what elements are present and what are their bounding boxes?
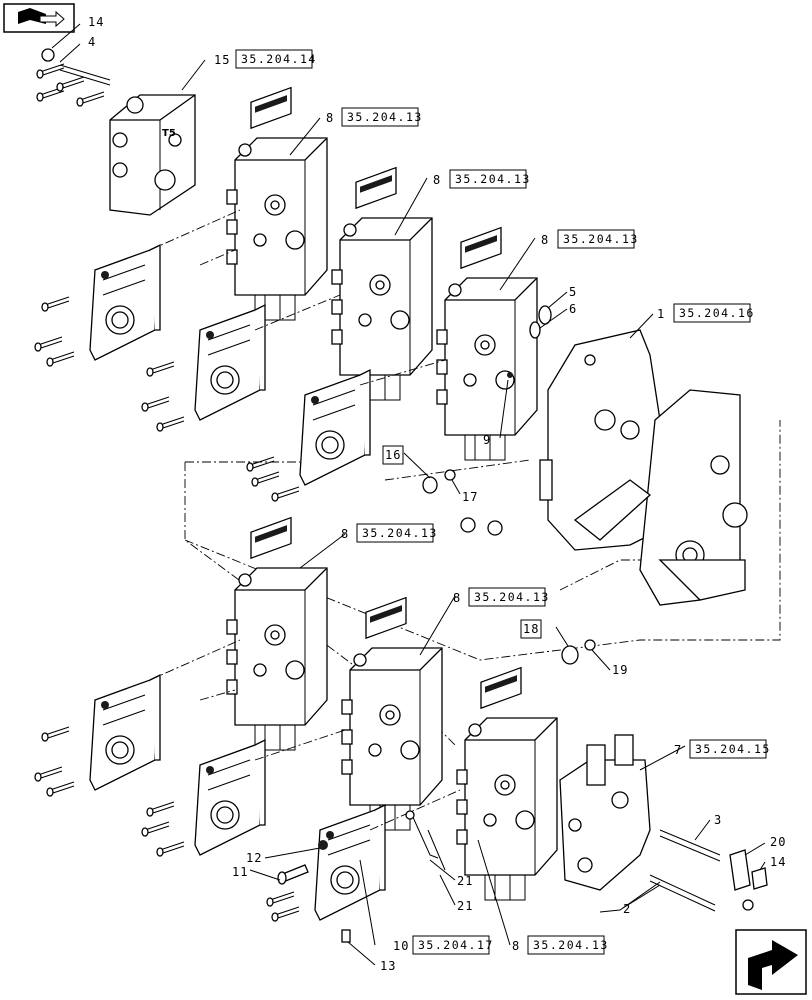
next-page-arrow-icon[interactable]	[735, 929, 807, 995]
end-cover-7	[559, 734, 651, 891]
valve-section-upper-2	[331, 166, 433, 401]
callout-8-a: 8	[326, 111, 334, 125]
fitting-12	[318, 840, 328, 850]
bolt-set-top	[36, 48, 111, 107]
valve-section-lower-1	[226, 516, 328, 751]
callout-3: 3	[714, 813, 722, 827]
cover-upper-1	[89, 244, 161, 361]
ref-35-204-15[interactable]: 35.204.15	[695, 742, 771, 756]
callout-8-d: 8	[341, 527, 349, 541]
svg-text:T5: T5	[162, 128, 176, 139]
callout-20: 20	[770, 835, 786, 849]
valve-section-upper-3	[436, 226, 538, 461]
fittings-16-17	[422, 469, 503, 536]
main-valve-body-1	[539, 329, 748, 606]
callout-18: 18	[523, 622, 539, 636]
callout-8-c: 8	[541, 233, 549, 247]
ref-35-204-14[interactable]: 35.204.14	[241, 52, 317, 66]
callout-7: 7	[674, 743, 682, 757]
ref-35-204-13-b[interactable]: 35.204.13	[455, 172, 531, 186]
cover-upper-2	[194, 304, 266, 421]
valve-section-upper-1	[226, 86, 328, 321]
callout-1: 1	[657, 307, 665, 321]
callout-21-a: 21	[457, 874, 473, 888]
cover-lower-2	[194, 739, 266, 856]
callout-10: 10	[393, 939, 409, 953]
seals-21	[405, 810, 446, 871]
callout-4: 4	[88, 35, 96, 49]
end-cover-15: T5	[109, 94, 196, 216]
cover-lower-10	[314, 804, 386, 921]
ref-35-204-13-d[interactable]: 35.204.13	[362, 526, 438, 540]
fitting-13	[341, 929, 351, 943]
callout-14-top: 14	[88, 15, 104, 29]
callout-9: 9	[483, 433, 491, 447]
callout-15: 15	[214, 53, 230, 67]
callout-8-f: 8	[512, 939, 520, 953]
bolt-set-upper-covers	[34, 209, 446, 502]
ref-35-204-13-c[interactable]: 35.204.13	[563, 232, 639, 246]
callout-13: 13	[380, 959, 396, 973]
book-arrow-icon[interactable]	[3, 3, 75, 33]
ref-35-204-13-e[interactable]: 35.204.13	[474, 590, 550, 604]
callout-17: 17	[462, 490, 478, 504]
callout-2: 2	[623, 902, 631, 916]
callout-14-bottom: 14	[770, 855, 786, 869]
valve-section-lower-2	[341, 596, 443, 831]
ref-35-204-16[interactable]: 35.204.16	[679, 306, 755, 320]
reference-boxes	[235, 49, 767, 955]
callout-8-b: 8	[433, 173, 441, 187]
callout-8-e: 8	[453, 591, 461, 605]
cover-lower-1	[89, 674, 161, 791]
callout-12: 12	[246, 851, 262, 865]
leader-lines	[51, 23, 766, 966]
tie-rods-2-3	[649, 829, 721, 912]
callout-6: 6	[569, 302, 577, 316]
callout-11: 11	[232, 865, 248, 879]
ref-35-204-17[interactable]: 35.204.17	[418, 938, 494, 952]
valve-section-lower-3	[456, 666, 558, 901]
ref-35-204-13-a[interactable]: 35.204.13	[347, 110, 423, 124]
callout-5: 5	[569, 285, 577, 299]
washer-20-nut-14	[729, 849, 768, 911]
callout-16: 16	[385, 448, 401, 462]
fittings-18-19	[561, 639, 596, 665]
callout-19: 19	[612, 663, 628, 677]
ref-35-204-13-f[interactable]: 35.204.13	[533, 938, 609, 952]
cover-upper-3	[299, 369, 371, 486]
bolt-11	[277, 864, 309, 885]
bolt-set-lower-covers	[34, 639, 461, 922]
callout-21-b: 21	[457, 899, 473, 913]
